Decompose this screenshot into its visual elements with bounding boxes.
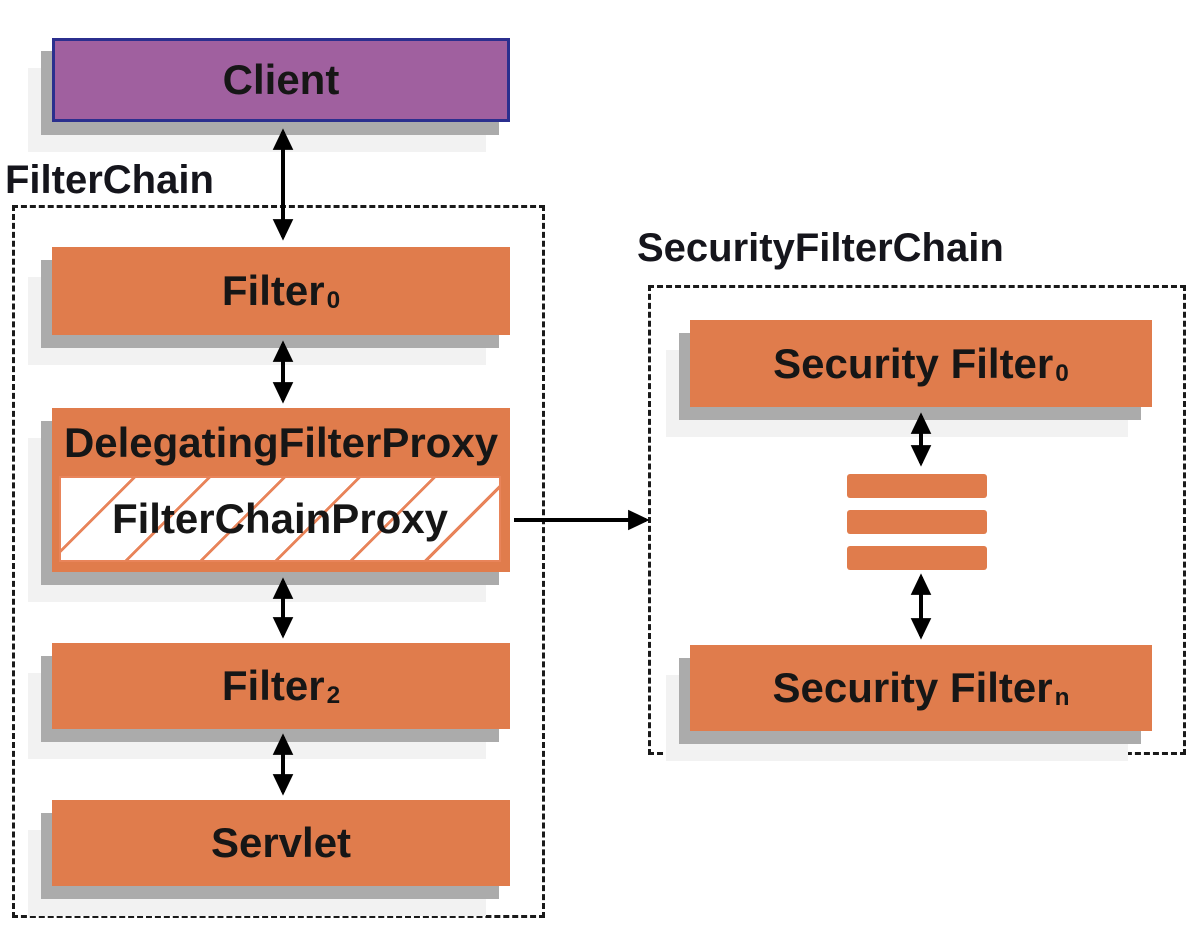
filter-chain-proxy-box: FilterChainProxy — [59, 476, 501, 562]
delegating-filter-proxy-box: DelegatingFilterProxy FilterChainProxy — [52, 408, 510, 572]
ellipsis-bar — [847, 510, 987, 534]
delegating-filter-proxy-label: DelegatingFilterProxy — [63, 419, 499, 466]
security-filtern-label: Security Filter — [772, 664, 1053, 711]
filter2-label: Filter — [221, 662, 325, 709]
servlet-label: Servlet — [210, 819, 352, 866]
filter0-label: Filter — [221, 267, 325, 314]
client-label: Client — [222, 56, 340, 103]
servlet-box: Servlet — [52, 800, 510, 886]
security-filter0-label: Security Filter — [773, 339, 1054, 387]
ellipsis-bar — [847, 546, 987, 570]
filter-chain-title: FilterChain — [5, 158, 214, 202]
filter-chain-proxy-label: FilterChainProxy — [111, 495, 449, 542]
ellipsis-bar — [847, 474, 987, 498]
security-filter-chain-title: SecurityFilterChain — [637, 226, 1004, 270]
client-box: Client — [52, 38, 510, 122]
